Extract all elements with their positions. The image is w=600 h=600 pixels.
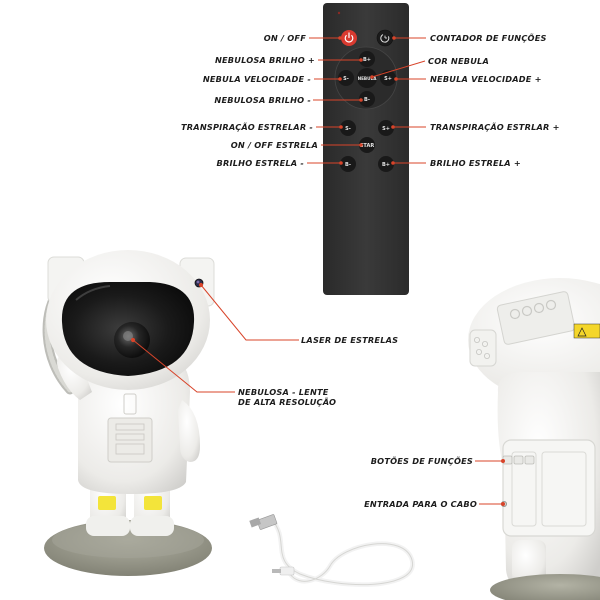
- label-nebula-speed-down: NEBULA VELOCIDADE -: [202, 74, 311, 84]
- label-lens-line1: NEBULOSA - LENTE: [238, 387, 329, 397]
- label-star-on-off: ON / OFF ESTRELA: [230, 140, 318, 150]
- backpack: [502, 439, 596, 537]
- nebula-color-button[interactable]: NEBULA: [357, 68, 377, 88]
- power-icon: [344, 32, 354, 43]
- remote-led: [337, 11, 341, 15]
- star-speed-up-button[interactable]: S+: [378, 120, 394, 136]
- power-button[interactable]: [341, 30, 357, 46]
- label-star-speed-up: TRANSPIRAÇÃO ESTRLAR +: [430, 122, 560, 132]
- label-lens-line2: DE ALTA RESOLUÇÃO: [238, 397, 337, 407]
- label-star-bright-up: BRILHO ESTRELA +: [430, 158, 521, 168]
- astronaut-back-view: [468, 278, 600, 600]
- star-speed-down-text: S-: [345, 126, 351, 132]
- label-cable-input: ENTRADA PARA O CABO: [364, 499, 477, 509]
- nebula-speed-up-button[interactable]: S+: [380, 70, 396, 86]
- usb-plug: [249, 514, 278, 530]
- star-bright-up-text: B+: [382, 162, 390, 168]
- timer-button[interactable]: [376, 29, 394, 47]
- timer-icon: [380, 34, 390, 43]
- laser-warning-sticker: [573, 323, 600, 339]
- label-nebula-speed-up: NEBULA VELOCIDADE +: [430, 74, 542, 84]
- label-timer: CONTADOR DE FUNÇÕES: [430, 33, 547, 43]
- star-bright-up-button[interactable]: B+: [378, 156, 394, 172]
- label-on-off: ON / OFF: [263, 33, 306, 43]
- label-nebula-color: COR NEBULA: [428, 56, 490, 66]
- star-power-button[interactable]: STAR: [359, 137, 375, 153]
- nebula-bright-down-button[interactable]: B-: [359, 91, 375, 107]
- star-bright-down-button[interactable]: B-: [340, 156, 356, 172]
- dc-plug: [272, 566, 295, 576]
- label-star-speed-down: TRANSPIRAÇÃO ESTRELAR -: [181, 122, 313, 132]
- back-pointer-lines: [475, 459, 505, 506]
- astronaut-projector: [42, 250, 215, 576]
- function-button-3: [524, 455, 535, 465]
- usb-cable: [249, 514, 415, 587]
- nebula-speed-down-button[interactable]: S-: [338, 70, 354, 86]
- label-star-bright-down: BRILHO ESTRELA -: [216, 158, 304, 168]
- label-laser: LASER DE ESTRELAS: [301, 335, 399, 345]
- label-function-buttons: BOTÕES DE FUNÇÕES: [370, 456, 473, 466]
- star-power-text: STAR: [360, 143, 374, 149]
- nebula-speed-down-text: S-: [343, 76, 349, 82]
- remote-pointer-lines: [307, 36, 426, 165]
- nebula-speed-up-text: S+: [384, 76, 392, 82]
- nebula-bright-up-button[interactable]: B+: [359, 51, 375, 67]
- star-speed-up-text: S+: [382, 126, 390, 132]
- boot-accent-right: [144, 496, 162, 510]
- function-button-2: [513, 455, 524, 465]
- nebula-bright-down-text: B-: [364, 97, 370, 103]
- boot-accent-left: [98, 496, 116, 510]
- label-nebula-bright-up: NEBULOSA BRILHO +: [214, 55, 315, 65]
- label-nebula-bright-down: NEBULOSA BRILHO -: [214, 95, 311, 105]
- star-speed-down-button[interactable]: S-: [340, 120, 356, 136]
- nebula-bright-up-text: B+: [363, 57, 371, 63]
- remote-control: B+ S- NEBULA S+ B- S- S+ STAR: [323, 3, 409, 295]
- astronaut-pointer-lines: [130, 282, 299, 393]
- star-bright-down-text: B-: [345, 162, 351, 168]
- nebula-color-text: NEBULA: [358, 76, 378, 81]
